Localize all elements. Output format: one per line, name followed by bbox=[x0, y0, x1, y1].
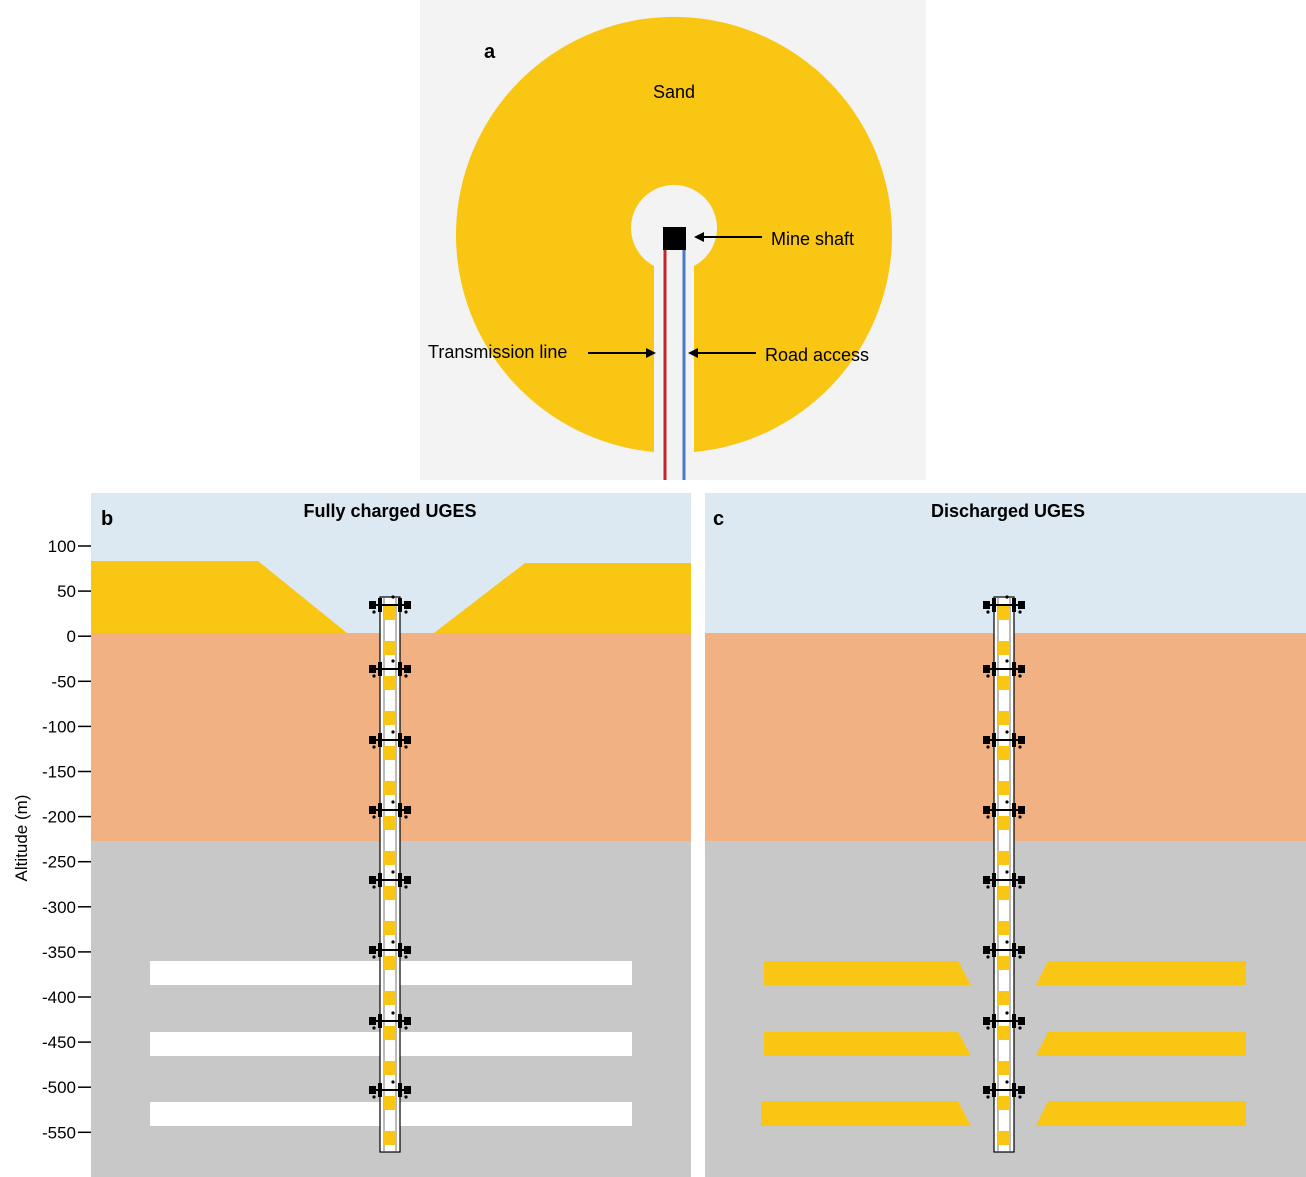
axis-tick-label: -200 bbox=[42, 808, 76, 827]
sand-container-icon bbox=[998, 886, 1010, 900]
sand-label: Sand bbox=[653, 82, 695, 102]
sand-container-icon bbox=[998, 781, 1010, 795]
sand-container-icon bbox=[384, 816, 396, 830]
axis-tick-label: 0 bbox=[67, 627, 76, 646]
mine-shaft-label: Mine shaft bbox=[771, 229, 854, 249]
sand-container-icon bbox=[384, 606, 396, 620]
winch-icon bbox=[983, 730, 1025, 749]
arrow-right-icon bbox=[646, 348, 656, 358]
sand-container-icon bbox=[998, 851, 1010, 865]
winch-icon bbox=[369, 659, 411, 678]
transmission-line-label: Transmission line bbox=[428, 342, 567, 362]
winch-icon bbox=[369, 870, 411, 889]
sand-container-icon bbox=[998, 676, 1010, 690]
winch-icon bbox=[983, 940, 1025, 959]
axis-tick-label: -550 bbox=[42, 1123, 76, 1142]
sand-container-icon bbox=[998, 1026, 1010, 1040]
axis-label: Altitude (m) bbox=[12, 795, 31, 882]
sand-container-icon bbox=[998, 816, 1010, 830]
panel-a: a Sand Mine shaft Transmission line Road… bbox=[420, 0, 926, 480]
road-access-callout: Road access bbox=[688, 345, 869, 365]
sand-container-icon bbox=[384, 886, 396, 900]
panel-c: c Discharged UGES bbox=[705, 493, 1306, 1177]
sand-container-icon bbox=[384, 1026, 396, 1040]
stored-sand-right bbox=[1036, 961, 1246, 985]
axis-tick-label: -50 bbox=[51, 672, 76, 691]
sand-container-icon bbox=[384, 676, 396, 690]
axis-tick-label: -350 bbox=[42, 943, 76, 962]
stored-sand-left bbox=[764, 1032, 971, 1056]
sand-container-icon bbox=[384, 746, 396, 760]
winch-icon bbox=[983, 1011, 1025, 1030]
sand-container-icon bbox=[384, 641, 396, 655]
arrow-left-icon bbox=[688, 348, 698, 358]
axis-tick-label: -100 bbox=[42, 717, 76, 736]
sand-container-icon bbox=[998, 991, 1010, 1005]
sand-container-icon bbox=[384, 921, 396, 935]
sand-container-icon bbox=[384, 781, 396, 795]
sand-container-icon bbox=[384, 711, 396, 725]
sand-container-icon bbox=[998, 956, 1010, 970]
winch-icon bbox=[983, 800, 1025, 819]
winch-icon bbox=[983, 659, 1025, 678]
axis-tick-label: -400 bbox=[42, 988, 76, 1007]
stored-sand-left bbox=[764, 961, 971, 985]
axis-tick-label: -150 bbox=[42, 763, 76, 782]
stored-sand-left bbox=[761, 1101, 971, 1126]
sand-container-icon bbox=[384, 1061, 396, 1075]
sand-container-icon bbox=[384, 1131, 396, 1145]
axis-tick-label: -450 bbox=[42, 1033, 76, 1052]
axis-tick-label: -500 bbox=[42, 1078, 76, 1097]
panel-b-title: Fully charged UGES bbox=[303, 501, 476, 521]
sand-container-icon bbox=[384, 1096, 396, 1110]
sand-pile-right bbox=[434, 563, 691, 633]
sand-pile-left bbox=[91, 561, 347, 633]
sand-container-icon bbox=[998, 1131, 1010, 1145]
panel-c-label: c bbox=[713, 508, 724, 530]
winch-icon bbox=[369, 1080, 411, 1099]
sand-container-icon bbox=[998, 1061, 1010, 1075]
panel-b: b Fully charged UGES bbox=[91, 493, 691, 1177]
sand-container-icon bbox=[998, 711, 1010, 725]
sand-container-icon bbox=[998, 746, 1010, 760]
sand-container-icon bbox=[998, 921, 1010, 935]
sand-container-icon bbox=[998, 1096, 1010, 1110]
sand-container-icon bbox=[384, 851, 396, 865]
winch-icon bbox=[369, 595, 411, 614]
transmission-line-callout: Transmission line bbox=[428, 342, 656, 362]
sand-container-icon bbox=[998, 606, 1010, 620]
sand-container-icon bbox=[998, 641, 1010, 655]
panel-a-label: a bbox=[484, 41, 496, 63]
panel-b-label: b bbox=[101, 508, 113, 530]
axis-ticks: 100 50 0 -50 -100 -150 -200 -250 -300 -350 -400 -45… bbox=[42, 537, 91, 1142]
winch-icon bbox=[369, 1011, 411, 1030]
altitude-axis: 100 50 0 -50 -100 -150 -200 -250 -300 -350 -400 -45… bbox=[12, 537, 91, 1142]
arrow-left-icon bbox=[694, 232, 704, 242]
stored-sand-right bbox=[1036, 1101, 1246, 1126]
sand-ring bbox=[456, 16, 892, 453]
sand-container-icon bbox=[384, 991, 396, 1005]
stored-sand-right bbox=[1036, 1032, 1246, 1056]
winch-icon bbox=[983, 870, 1025, 889]
panel-c-title: Discharged UGES bbox=[931, 501, 1085, 521]
winch-icon bbox=[983, 1080, 1025, 1099]
winch-icon bbox=[369, 730, 411, 749]
mine-shaft-column bbox=[369, 595, 411, 1153]
mine-shaft-icon bbox=[663, 227, 686, 250]
road-access-label: Road access bbox=[765, 345, 869, 365]
winch-icon bbox=[369, 940, 411, 959]
mine-shaft-column bbox=[983, 595, 1025, 1153]
axis-tick-label: 50 bbox=[57, 582, 76, 601]
axis-tick-label: -250 bbox=[42, 853, 76, 872]
mine-shaft-callout: Mine shaft bbox=[694, 229, 854, 249]
sand-container-icon bbox=[384, 956, 396, 970]
winch-icon bbox=[983, 595, 1025, 614]
winch-icon bbox=[369, 800, 411, 819]
axis-tick-label: -300 bbox=[42, 898, 76, 917]
axis-tick-label: 100 bbox=[48, 537, 76, 556]
